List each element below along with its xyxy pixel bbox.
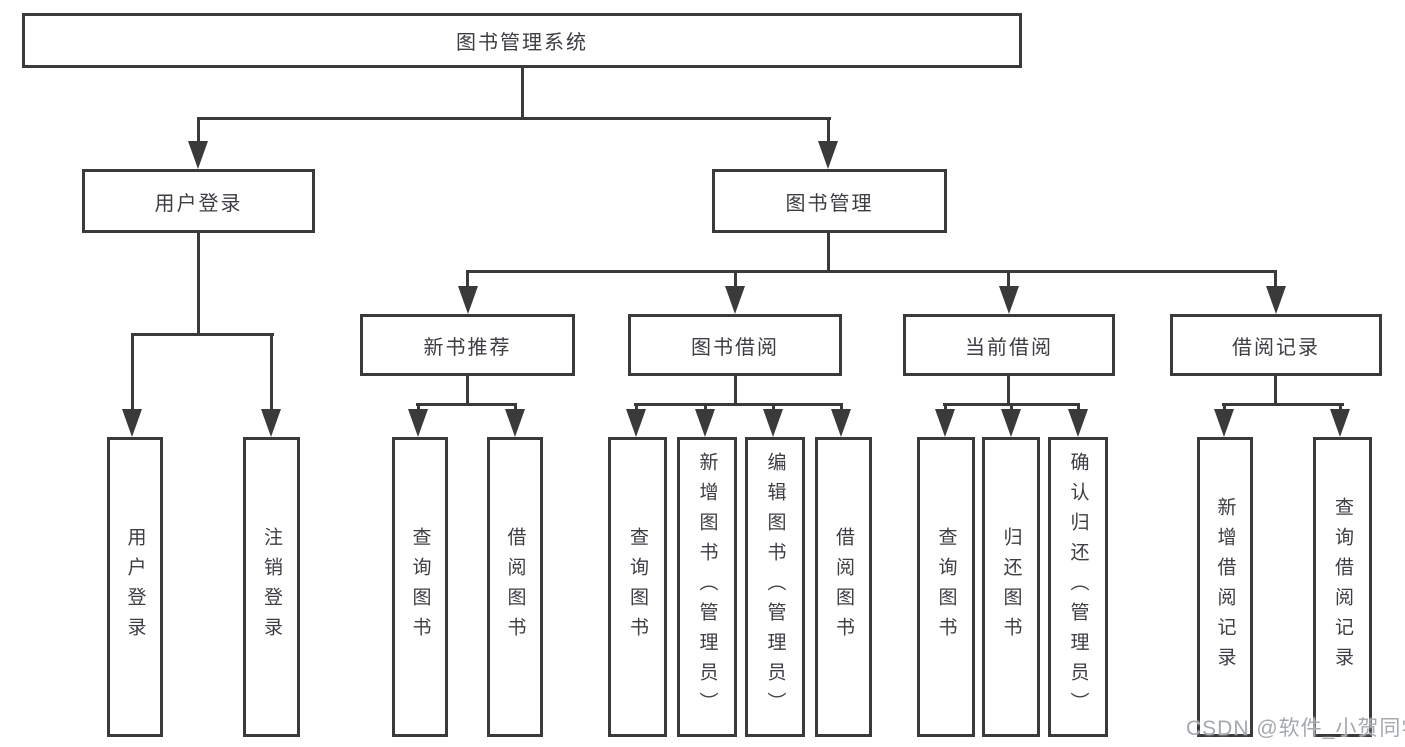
connector-book-borrow-trunk <box>734 375 737 406</box>
node-current-borrow: 当前借阅 <box>903 314 1115 376</box>
connector-stub-query-books-borrow <box>635 403 638 413</box>
leaf-confirm-return-admin-label: 确认归还（管理员） <box>1067 452 1089 722</box>
arrow-to-query-books-borrow <box>626 409 646 437</box>
node-user-login: 用户登录 <box>82 169 315 233</box>
connector-stub-edit-books-admin <box>772 403 775 413</box>
leaf-query-books-newrec: 查询图书 <box>392 437 448 737</box>
connector-stub-query-books-current <box>944 403 947 413</box>
connector-stub-return-books <box>1010 403 1013 413</box>
node-root-label: 图书管理系统 <box>456 32 588 54</box>
leaf-query-borrow-record: 查询借阅记录 <box>1313 437 1372 737</box>
leaf-borrow-books-label: 借阅图书 <box>833 527 854 647</box>
connector-stub-query-borrow-record <box>1339 403 1342 413</box>
arrow-to-query-borrow-record <box>1330 409 1350 437</box>
node-book-borrow: 图书借阅 <box>628 314 842 376</box>
connector-new-book-recommend-branch <box>416 403 517 406</box>
leaf-query-books-borrow-label: 查询图书 <box>627 527 648 647</box>
connector-user-login-trunk <box>197 232 200 336</box>
node-user-login-label: 用户登录 <box>154 192 243 215</box>
connector-stub-book-management <box>827 117 830 145</box>
leaf-add-books-admin: 新增图书（管理员） <box>677 437 737 737</box>
node-root: 图书管理系统 <box>22 13 1022 68</box>
leaf-borrow-books: 借阅图书 <box>815 437 872 737</box>
arrow-to-borrow-books <box>831 409 851 437</box>
connector-book-borrow-branch <box>634 403 843 406</box>
leaf-borrow-books-newrec: 借阅图书 <box>487 437 543 737</box>
arrow-to-book-borrow <box>725 286 745 314</box>
leaf-query-books-current-label: 查询图书 <box>935 527 957 647</box>
arrow-to-query-books-current <box>935 409 955 437</box>
connector-stub-leaf-logout <box>270 333 273 411</box>
connector-stub-new-book-recommend <box>466 270 469 288</box>
node-book-management: 图书管理 <box>712 169 947 233</box>
leaf-add-borrow-record: 新增借阅记录 <box>1197 437 1253 737</box>
leaf-return-books: 归还图书 <box>982 437 1040 737</box>
connector-stub-add-books-admin <box>704 403 707 413</box>
connector-level1-branch <box>197 117 831 120</box>
leaf-query-borrow-record-label: 查询借阅记录 <box>1332 497 1353 677</box>
connector-user-login-branch <box>131 333 274 336</box>
leaf-return-books-label: 归还图书 <box>1000 527 1022 647</box>
node-new-book-recommend-label: 新书推荐 <box>423 336 512 359</box>
watermark: CSDN @软件_小贺同学 <box>1186 717 1405 740</box>
node-new-book-recommend: 新书推荐 <box>360 314 575 376</box>
connector-level2-branch <box>466 270 1277 273</box>
arrow-to-query-books-newrec <box>408 409 428 437</box>
connector-new-book-recommend-trunk <box>466 375 469 406</box>
arrow-to-book-management <box>818 141 838 169</box>
arrow-to-leaf-user-login <box>122 409 142 437</box>
leaf-confirm-return-admin: 确认归还（管理员） <box>1048 437 1108 737</box>
arrow-to-add-borrow-record <box>1214 409 1234 437</box>
arrow-to-return-books <box>1001 409 1021 437</box>
node-book-management-label: 图书管理 <box>785 192 874 215</box>
leaf-query-books-borrow: 查询图书 <box>608 437 667 737</box>
leaf-add-borrow-record-label: 新增借阅记录 <box>1214 497 1236 677</box>
connector-stub-borrow-record <box>1274 270 1277 288</box>
arrow-to-confirm-return-admin <box>1068 409 1088 437</box>
node-current-borrow-label: 当前借阅 <box>965 336 1053 359</box>
leaf-edit-books-admin-label: 编辑图书（管理员） <box>764 452 786 722</box>
connector-stub-borrow-books-newrec <box>514 403 517 413</box>
connector-stub-current-borrow <box>1007 270 1010 288</box>
connector-current-borrow-trunk <box>1007 375 1010 406</box>
connector-stub-borrow-books <box>840 403 843 413</box>
connector-borrow-record-branch <box>1222 403 1344 406</box>
leaf-logout: 注销登录 <box>243 437 300 737</box>
connector-stub-add-borrow-record <box>1223 403 1226 413</box>
connector-stub-book-borrow <box>734 270 737 288</box>
node-book-borrow-label: 图书借阅 <box>691 336 779 359</box>
connector-borrow-record-trunk <box>1274 375 1277 406</box>
connector-root-trunk <box>521 66 524 118</box>
leaf-query-books-current: 查询图书 <box>917 437 975 737</box>
leaf-borrow-books-newrec-label: 借阅图书 <box>504 527 526 647</box>
leaf-query-books-newrec-label: 查询图书 <box>409 527 431 647</box>
connector-stub-confirm-return-admin <box>1077 403 1080 413</box>
connector-stub-query-books-newrec <box>417 403 420 413</box>
connector-stub-leaf-user-login <box>131 333 134 411</box>
leaf-user-login: 用户登录 <box>107 437 163 737</box>
arrow-to-edit-books-admin <box>763 409 783 437</box>
leaf-logout-label: 注销登录 <box>261 527 282 647</box>
node-borrow-record-label: 借阅记录 <box>1232 336 1320 359</box>
arrow-to-user-login <box>188 141 208 169</box>
arrow-to-borrow-books-newrec <box>505 409 525 437</box>
leaf-user-login-label: 用户登录 <box>124 527 146 647</box>
arrow-to-new-book-recommend <box>458 286 478 314</box>
connector-book-management-trunk <box>827 232 830 273</box>
arrow-to-current-borrow <box>999 286 1019 314</box>
node-borrow-record: 借阅记录 <box>1170 314 1382 376</box>
arrow-to-add-books-admin <box>695 409 715 437</box>
arrow-to-leaf-logout <box>261 409 281 437</box>
leaf-edit-books-admin: 编辑图书（管理员） <box>745 437 805 737</box>
leaf-add-books-admin-label: 新增图书（管理员） <box>696 452 718 722</box>
arrow-to-borrow-record <box>1266 286 1286 314</box>
connector-stub-user-login <box>197 117 200 145</box>
